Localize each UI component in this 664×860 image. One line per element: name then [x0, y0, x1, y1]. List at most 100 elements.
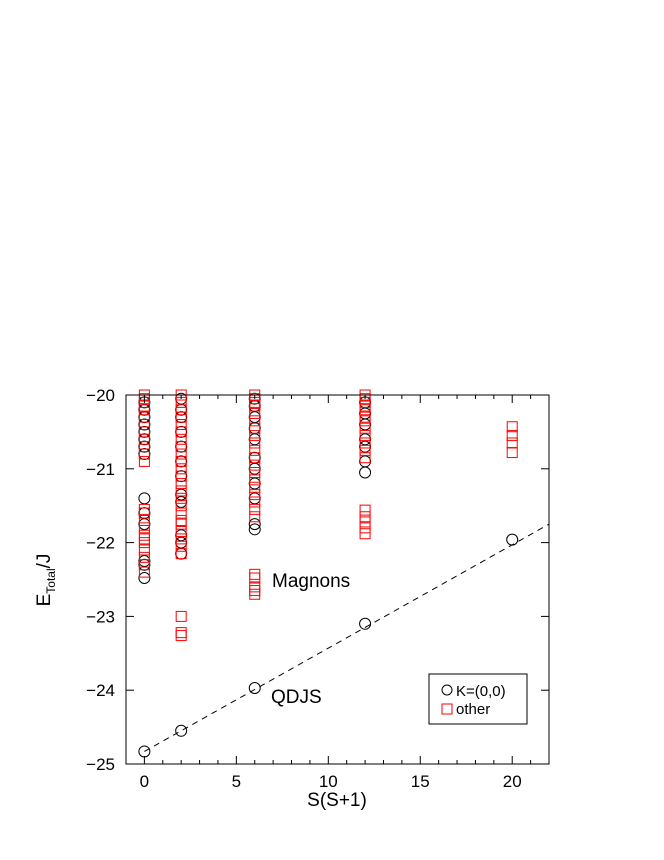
data-point-circle: [248, 462, 261, 475]
data-point-square: [175, 441, 187, 453]
plot-frame: [125, 394, 550, 765]
svg-text:ETotal/J: ETotal/J: [34, 554, 58, 607]
data-point-square: [138, 426, 150, 438]
data-point-square: [138, 448, 150, 460]
x-tick-label: 15: [411, 772, 430, 791]
data-point-circle: [506, 533, 519, 546]
data-point-circle: [359, 466, 372, 479]
data-point-square: [138, 566, 150, 578]
fit-line-path: [144, 523, 550, 752]
data-point-square: [175, 404, 187, 416]
data-point-square: [138, 507, 150, 519]
data-point-square: [138, 522, 150, 534]
data-point-square: [249, 585, 261, 597]
data-point-circle: [175, 529, 188, 542]
data-point-square: [249, 422, 261, 434]
data-point-square: [138, 529, 150, 541]
legend-circle-icon: [441, 684, 453, 696]
data-point-square: [138, 537, 150, 549]
data-point-square: [175, 514, 187, 526]
data-point-circle: [248, 411, 261, 424]
data-point-square: [249, 581, 261, 593]
data-point-square: [175, 411, 187, 423]
x-tick-label: 20: [503, 772, 522, 791]
data-point-square: [175, 463, 187, 475]
plot-points: [138, 389, 519, 758]
y-tick-label: −22: [86, 534, 115, 553]
data-point-square: [175, 492, 187, 504]
data-point-square: [175, 419, 187, 431]
data-point-square: [506, 437, 518, 449]
data-point-square: [249, 496, 261, 508]
legend-label-other: other: [456, 701, 490, 718]
data-point-square: [359, 430, 371, 442]
y-tick-label: −24: [86, 681, 115, 700]
y-axis-label-sub: Total: [44, 568, 58, 593]
annotation-qdjs: QDJS: [271, 687, 322, 708]
legend-square-icon: [441, 703, 453, 715]
data-point-square: [359, 411, 371, 423]
data-point-circle: [359, 418, 372, 431]
data-point-square: [138, 544, 150, 556]
data-point-square: [249, 415, 261, 427]
data-point-square: [175, 627, 187, 639]
data-point-square: [249, 444, 261, 456]
data-point-square: [359, 444, 371, 456]
data-point-square: [359, 422, 371, 434]
data-point-circle: [248, 523, 261, 536]
y-tick-label: −23: [86, 607, 115, 626]
data-point-circle: [138, 492, 151, 505]
data-point-square: [249, 452, 261, 464]
data-point-square: [175, 548, 187, 560]
data-point-square: [138, 551, 150, 563]
data-point-square: [359, 452, 371, 464]
data-point-circle: [175, 440, 188, 453]
data-point-square: [359, 511, 371, 523]
data-point-circle: [175, 455, 188, 468]
data-point-square: [138, 559, 150, 571]
data-point-square: [249, 511, 261, 523]
y-axis: −25−24−23−22−21−20: [86, 386, 549, 774]
data-point-square: [175, 448, 187, 460]
data-point-square: [359, 528, 371, 540]
x-tick-label: 0: [140, 772, 149, 791]
data-point-circle: [359, 455, 372, 468]
data-point-square: [175, 470, 187, 482]
data-point-square: [138, 503, 150, 515]
data-point-square: [249, 481, 261, 493]
data-point-square: [175, 518, 187, 530]
data-point-square: [175, 478, 187, 490]
data-point-circle: [248, 681, 261, 694]
data-point-square: [175, 433, 187, 445]
y-tick-label: −20: [86, 386, 115, 405]
data-point-square: [506, 421, 518, 433]
data-point-square: [175, 507, 187, 519]
data-point-square: [175, 500, 187, 512]
y-axis-label: ETotal/J: [34, 554, 58, 607]
data-point-square: [249, 588, 261, 600]
data-point-square: [249, 568, 261, 580]
data-point-circle: [248, 492, 261, 505]
data-point-square: [175, 526, 187, 538]
data-point-square: [359, 437, 371, 449]
data-point-circle: [138, 572, 151, 585]
data-point-circle: [175, 403, 188, 416]
data-point-circle: [359, 433, 372, 446]
data-point-circle: [175, 547, 188, 560]
data-point-square: [175, 630, 187, 642]
data-point-circle: [175, 724, 188, 737]
data-point-square: [138, 533, 150, 545]
data-point-square: [175, 455, 187, 467]
data-point-square: [249, 466, 261, 478]
data-point-circle: [175, 425, 188, 438]
data-point-square: [249, 503, 261, 515]
dashed-fit-line: [144, 523, 550, 752]
y-tick-label: −21: [86, 460, 115, 479]
data-point-square: [249, 437, 261, 449]
data-point-square: [138, 433, 150, 445]
data-point-square: [175, 540, 187, 552]
data-point-circle: [138, 518, 151, 531]
data-point-square: [138, 514, 150, 526]
